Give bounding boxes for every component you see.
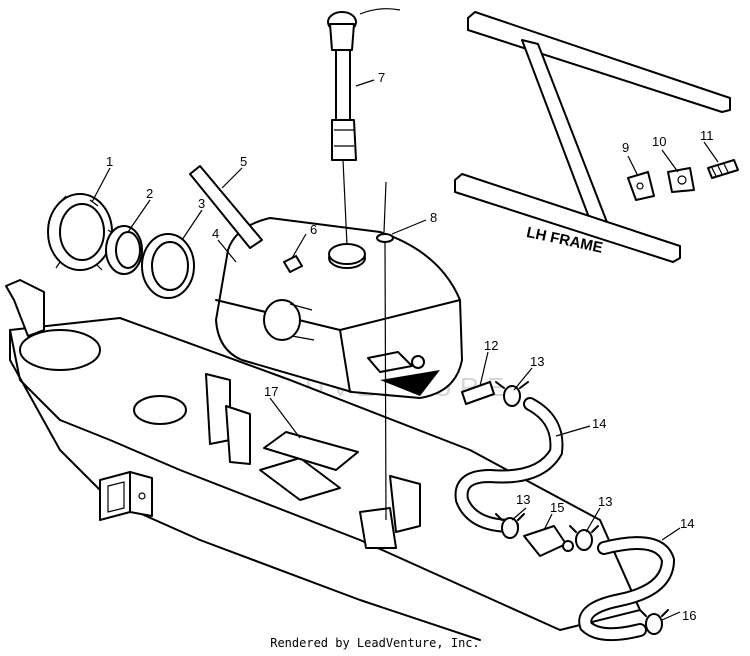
callout-17: 17	[264, 384, 278, 399]
fuel-filter-part-15	[523, 525, 574, 557]
callout-14-a: 14	[592, 416, 606, 431]
callout-2: 2	[146, 186, 153, 201]
vehicle-frame	[5, 279, 641, 641]
bolt-part-11	[707, 159, 739, 179]
callout-10: 10	[652, 134, 666, 149]
callout-14-b: 14	[680, 516, 694, 531]
callout-11: 11	[700, 128, 714, 143]
callout-6: 6	[310, 222, 317, 237]
fuel-gauge-part-7	[327, 8, 401, 246]
callout-5: 5	[240, 154, 247, 169]
footer-credit: Rendered by LeadVenture, Inc.	[270, 636, 480, 650]
lh-frame	[454, 11, 731, 263]
fuel-tank-part-4	[215, 217, 463, 399]
callout-9: 9	[622, 140, 629, 155]
clip-part-9	[627, 171, 655, 201]
fuel-cap-part-1	[47, 193, 115, 271]
callout-13-c: 13	[598, 494, 612, 509]
clamp-part-13-a	[495, 381, 529, 407]
callout-4: 4	[212, 226, 219, 241]
callout-8: 8	[430, 210, 437, 225]
fuel-hose-part-14-lower	[580, 538, 674, 640]
fuel-hose-part-14-upper	[456, 399, 562, 531]
callout-15: 15	[550, 500, 564, 515]
callout-3: 3	[198, 196, 205, 211]
gasket-part-3	[141, 233, 195, 299]
callout-12: 12	[484, 338, 498, 353]
callout-16: 16	[682, 608, 696, 623]
callouts: 1 2 3 4 5 6 7 8 9 10 11 12 13 14 13 15 1…	[106, 70, 714, 623]
callout-13-b: 13	[516, 492, 530, 507]
pad-part-17	[263, 431, 359, 471]
grommet-part-8	[376, 181, 394, 521]
leader-lines	[91, 79, 719, 621]
clamp-part-13-c	[569, 525, 599, 551]
clamp-part-13-b	[495, 513, 525, 539]
neck-part-2	[105, 225, 143, 275]
bracket-part-10	[667, 167, 695, 193]
clamp-part-16	[639, 609, 669, 635]
vent-hose-part-5	[189, 165, 263, 249]
callout-7: 7	[378, 70, 385, 85]
callout-1: 1	[106, 154, 113, 169]
callout-13-a: 13	[530, 354, 544, 369]
